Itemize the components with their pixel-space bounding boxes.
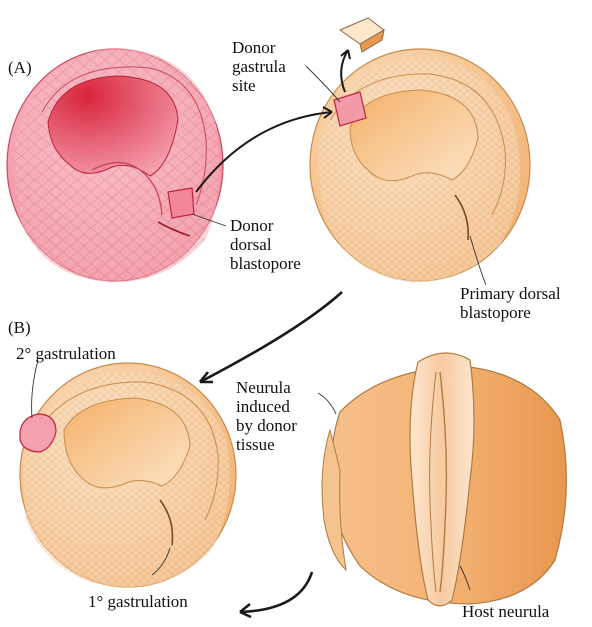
label-primary-dorsal-blastopore: Primary dorsal blastopore	[460, 284, 561, 322]
label-primary-gastrulation: 1° gastrulation	[88, 592, 188, 611]
donor-embryo	[7, 48, 223, 282]
neurula	[322, 353, 566, 606]
panel-label-b: (B)	[8, 318, 31, 337]
panel-label-a: (A)	[8, 58, 32, 77]
label-host-neurula: Host neurula	[462, 602, 549, 621]
label-donor-dorsal-blastopore: Donor dorsal blastopore	[230, 216, 301, 273]
label-donor-gastrula-site: Donor gastrula site	[232, 38, 286, 95]
label-neurula-induced: Neurula induced by donor tissue	[236, 378, 297, 454]
arrow-host-to-panel-b	[200, 292, 342, 382]
label-secondary-gastrulation: 2° gastrulation	[16, 344, 116, 363]
arrow-gastrula-to-neurula	[240, 572, 312, 612]
excised-tissue	[340, 18, 384, 52]
gastrula-with-graft	[20, 363, 236, 587]
